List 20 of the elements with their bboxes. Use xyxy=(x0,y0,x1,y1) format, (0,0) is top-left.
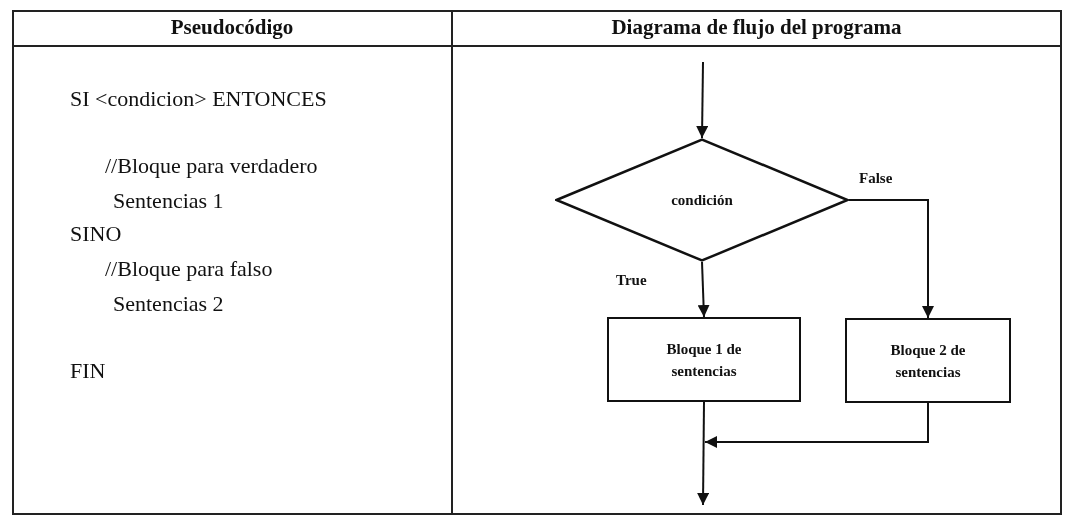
arrow xyxy=(848,199,934,319)
arrow xyxy=(697,401,710,506)
arrow xyxy=(704,402,929,448)
pseudocode-line: //Bloque para verdadero xyxy=(105,153,318,179)
column-header: Pseudocódigo xyxy=(169,14,295,40)
process-box xyxy=(607,317,801,402)
decision-diamond xyxy=(555,138,849,262)
node-label: Bloque 2 de sentencias xyxy=(889,340,967,382)
process-box xyxy=(845,318,1011,403)
pseudocode-line: Sentencias 2 xyxy=(113,291,224,317)
pseudocode-line: Sentencias 1 xyxy=(113,188,224,214)
pseudocode-line: //Bloque para falso xyxy=(105,256,273,282)
pseudocode-line: SINO xyxy=(70,221,122,247)
pseudocode-line: SI <condicion> ENTONCES xyxy=(70,86,327,112)
column-header: Diagrama de flujo del programa xyxy=(610,14,903,40)
node-label: Bloque 1 de sentencias xyxy=(665,339,743,381)
arrow xyxy=(696,61,709,139)
pseudocode-line: FIN xyxy=(70,358,106,384)
node-label: condición xyxy=(671,191,733,210)
arrow xyxy=(697,261,710,318)
